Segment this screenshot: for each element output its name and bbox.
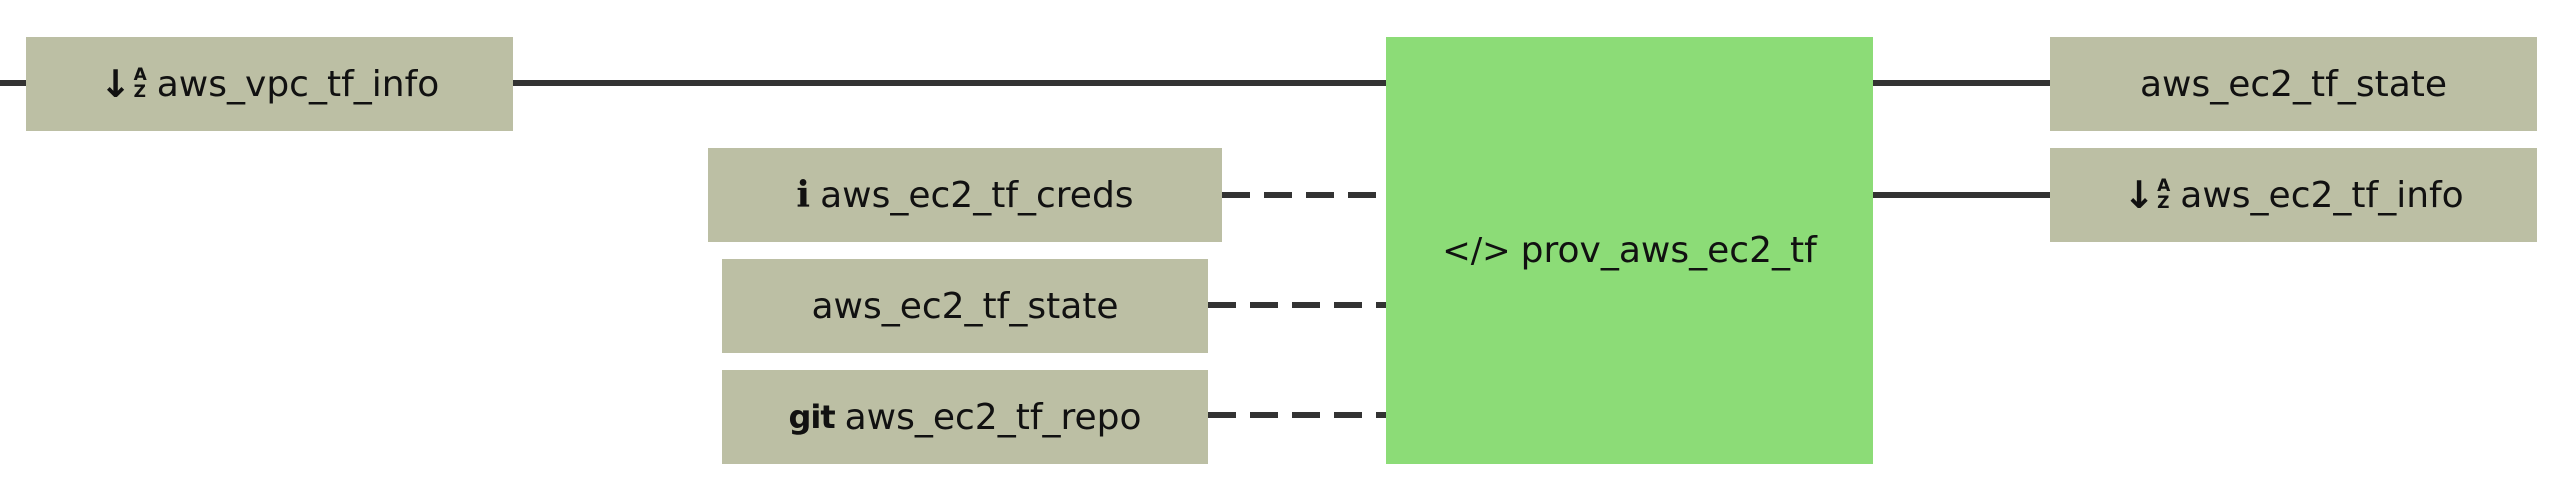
resource-aws-ec2-tf-state-output[interactable]: aws_ec2_tf_state	[2050, 37, 2537, 131]
resource-label: aws_ec2_tf_repo	[844, 396, 1142, 438]
git-icon: git	[788, 398, 835, 436]
resource-label: aws_ec2_tf_state	[811, 285, 1119, 327]
resource-label: aws_vpc_tf_info	[156, 63, 440, 105]
resource-aws-ec2-tf-state-input[interactable]: aws_ec2_tf_state	[722, 259, 1208, 353]
info-icon: i	[796, 174, 811, 216]
job-label: prov_aws_ec2_tf	[1520, 230, 1817, 271]
resource-label: aws_ec2_tf_info	[2180, 174, 2464, 216]
job-prov-aws-ec2-tf[interactable]: </> prov_aws_ec2_tf	[1386, 37, 1873, 464]
code-icon: </>	[1442, 230, 1511, 271]
resource-label: aws_ec2_tf_state	[2139, 63, 2448, 105]
resource-label: aws_ec2_tf_creds	[820, 174, 1134, 216]
resource-aws-ec2-tf-repo[interactable]: git aws_ec2_tf_repo	[722, 370, 1208, 464]
resource-aws-ec2-tf-creds[interactable]: i aws_ec2_tf_creds	[708, 148, 1222, 242]
